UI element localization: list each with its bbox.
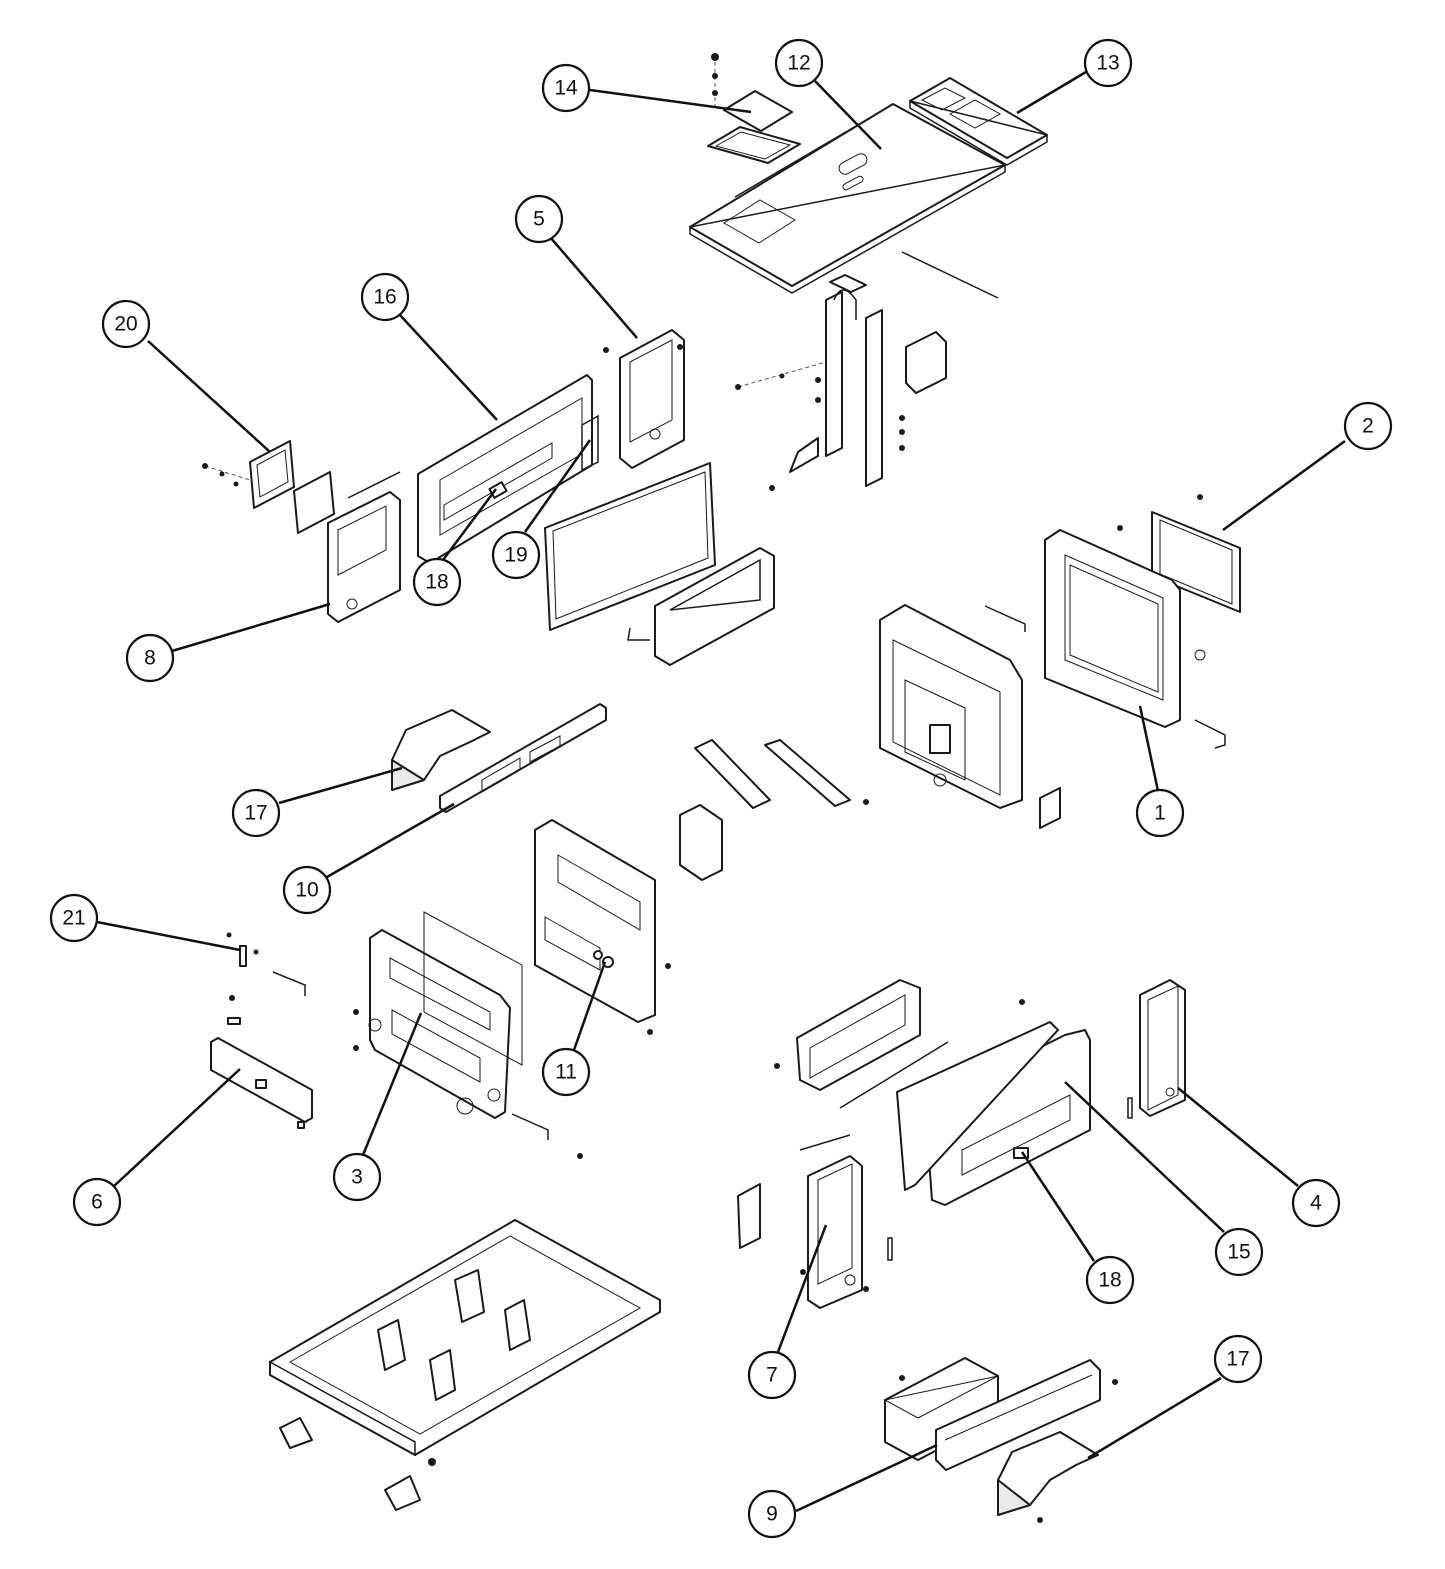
callout-11: 11 xyxy=(541,1047,591,1097)
callout-18a: 18 xyxy=(412,557,462,607)
callout-18a-label: 18 xyxy=(425,571,448,594)
channel-trough xyxy=(627,547,775,666)
callout-10-label: 10 xyxy=(295,879,318,902)
callout-12: 12 xyxy=(774,38,824,88)
leader-4 xyxy=(1177,1087,1299,1187)
leader-7 xyxy=(776,1224,828,1353)
callout-15: 15 xyxy=(1214,1227,1264,1277)
callout-9-label: 9 xyxy=(766,1503,778,1526)
leader-1 xyxy=(1138,705,1160,792)
callout-8: 8 xyxy=(125,633,175,683)
leader-11 xyxy=(572,961,607,1051)
callout-3-label: 3 xyxy=(351,1166,363,1189)
callout-17a: 17 xyxy=(231,788,281,838)
access-plate xyxy=(707,53,801,164)
front-frame xyxy=(534,819,671,1035)
gasket-frame xyxy=(544,462,716,631)
leader-17b xyxy=(1087,1376,1222,1460)
leader-13 xyxy=(1016,70,1087,115)
callout-15-label: 15 xyxy=(1227,1241,1250,1264)
callout-17b-label: 17 xyxy=(1226,1348,1249,1371)
callout-7-label: 7 xyxy=(766,1364,778,1387)
leader-19 xyxy=(523,439,592,533)
callout-10: 10 xyxy=(282,865,332,915)
callout-20: 20 xyxy=(101,299,151,349)
callout-2: 2 xyxy=(1343,401,1393,451)
leader-5 xyxy=(549,236,638,339)
callout-21-label: 21 xyxy=(62,907,85,930)
callout-14-label: 14 xyxy=(554,77,578,100)
latch-hardware xyxy=(226,932,306,1025)
front-panel xyxy=(353,911,583,1159)
end-cap xyxy=(909,77,1048,166)
leader-8 xyxy=(171,602,331,653)
upper-right-box xyxy=(774,979,949,1109)
callout-6: 6 xyxy=(72,1177,122,1227)
callout-7: 7 xyxy=(747,1350,797,1400)
callout-13-label: 13 xyxy=(1096,52,1119,75)
leader-6 xyxy=(112,1068,241,1188)
leader-2 xyxy=(1222,439,1346,532)
base-frame xyxy=(269,1219,661,1511)
callout-4-label: 4 xyxy=(1310,1192,1322,1215)
kick-plate xyxy=(210,1037,313,1129)
leader-3 xyxy=(361,1012,423,1156)
callout-18b: 18 xyxy=(1085,1255,1135,1305)
top-panel xyxy=(689,103,1006,299)
callout-16-label: 16 xyxy=(373,286,396,309)
side-post-lower xyxy=(737,1134,893,1309)
parts-drawing xyxy=(202,53,1241,1523)
leader-16 xyxy=(398,313,498,421)
long-side-panel xyxy=(417,374,599,564)
callout-18b-label: 18 xyxy=(1098,1269,1121,1292)
leader-9 xyxy=(795,1443,938,1513)
duct-cover-lower xyxy=(997,1431,1099,1523)
support-post xyxy=(735,289,947,491)
leader-20 xyxy=(147,340,271,453)
callout-9: 9 xyxy=(747,1489,797,1539)
callout-8-label: 8 xyxy=(144,647,156,670)
leader-18a xyxy=(441,488,498,561)
callout-6-label: 6 xyxy=(91,1191,103,1214)
window-panel xyxy=(1117,494,1241,613)
callout-21: 21 xyxy=(49,893,99,943)
callout-19-label: 19 xyxy=(504,544,527,567)
callout-2-label: 2 xyxy=(1362,415,1374,438)
main-housing xyxy=(879,604,1061,829)
mounting-rail xyxy=(439,703,607,813)
callout-5-label: 5 xyxy=(533,208,545,231)
right-door-panel xyxy=(896,999,1091,1206)
callout-14: 14 xyxy=(541,63,591,113)
callout-16: 16 xyxy=(360,272,410,322)
filter-plates xyxy=(202,440,335,534)
side-post-right xyxy=(1127,979,1186,1119)
callout-17b: 17 xyxy=(1213,1334,1263,1384)
leader-17a xyxy=(278,766,403,805)
lower-rail xyxy=(935,1359,1118,1471)
callout-3: 3 xyxy=(332,1152,382,1202)
callout-1-label: 1 xyxy=(1154,802,1166,825)
callout-12-label: 12 xyxy=(787,52,810,75)
leader-12 xyxy=(814,80,882,150)
leader-15 xyxy=(1064,1081,1225,1233)
leader-14 xyxy=(589,88,752,114)
callout-4: 4 xyxy=(1291,1178,1341,1228)
duct-frames xyxy=(679,739,869,881)
callout-5: 5 xyxy=(514,194,564,244)
leader-lines xyxy=(96,70,1346,1513)
leader-10 xyxy=(326,802,455,879)
door-panel xyxy=(984,529,1226,749)
callout-13: 13 xyxy=(1083,38,1133,88)
leader-18b xyxy=(1020,1151,1096,1262)
callout-20-label: 20 xyxy=(114,313,137,336)
side-post-upper xyxy=(603,329,685,469)
callout-11-label: 11 xyxy=(555,1061,577,1084)
callout-1: 1 xyxy=(1135,788,1185,838)
side-post-left xyxy=(327,471,401,623)
callout-19: 19 xyxy=(491,530,541,580)
leader-21 xyxy=(96,920,241,952)
callout-17a-label: 17 xyxy=(244,802,267,825)
